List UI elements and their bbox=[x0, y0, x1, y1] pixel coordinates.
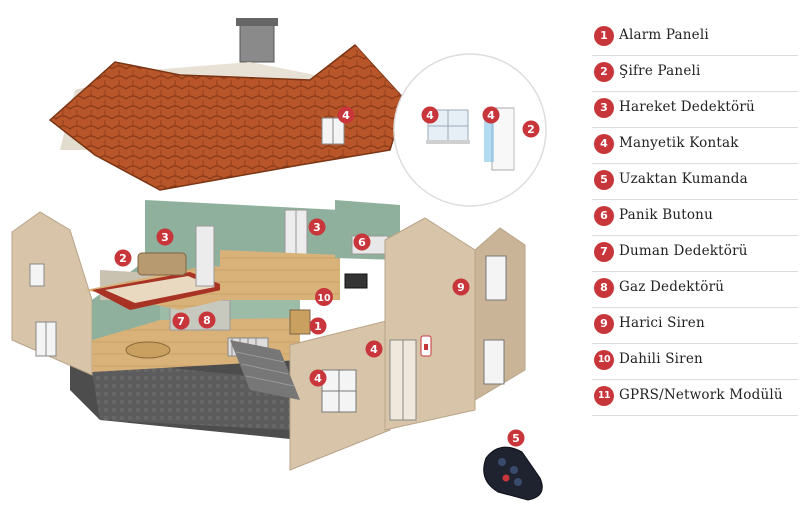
marker-inset-window[interactable]: 4 bbox=[421, 106, 439, 124]
marker-label: 4 bbox=[314, 372, 322, 385]
legend-number-badge: 7 bbox=[594, 242, 614, 262]
marker-label: 1 bbox=[314, 320, 322, 333]
marker-roof-window[interactable]: 4 bbox=[337, 106, 355, 124]
legend-number-badge: 6 bbox=[594, 206, 614, 226]
floating-roof bbox=[48, 18, 406, 191]
marker-external-siren[interactable]: 9 bbox=[452, 278, 470, 296]
remote-control-device bbox=[483, 446, 543, 501]
legend-label: Hareket Dedektörü bbox=[619, 99, 755, 115]
magnetic-contact-inset bbox=[393, 53, 547, 207]
marker-remote-control[interactable]: 5 bbox=[507, 429, 525, 447]
legend-label: GPRS/Network Modülü bbox=[619, 387, 783, 403]
legend-number-badge: 8 bbox=[594, 278, 614, 298]
marker-label: 4 bbox=[426, 109, 434, 122]
legend-item-keypad: 2 Şifre Paneli bbox=[592, 56, 798, 92]
legend-number-badge: 1 bbox=[594, 26, 614, 46]
marker-label: 3 bbox=[313, 221, 321, 234]
marker-keypad-room[interactable]: 2 bbox=[114, 249, 132, 267]
marker-label: 4 bbox=[342, 109, 350, 122]
front-stairs bbox=[230, 340, 300, 400]
marker-front-door[interactable]: 4 bbox=[365, 340, 383, 358]
marker-label: 10 bbox=[317, 293, 331, 304]
marker-label: 4 bbox=[370, 343, 378, 356]
marker-alarm-panel[interactable]: 1 bbox=[309, 317, 327, 335]
legend-item-panic-button: 6 Panik Butonu bbox=[592, 200, 798, 236]
legend-number-badge: 5 bbox=[594, 170, 614, 190]
house-cutaway-illustration: 4 4 4 2 3 3 2 6 9 10 1 7 bbox=[11, 18, 547, 501]
marker-panic-button[interactable]: 6 bbox=[353, 233, 371, 251]
legend-number-badge: 3 bbox=[594, 98, 614, 118]
legend-item-gprs-module: 11 GPRS/Network Modülü bbox=[592, 380, 798, 416]
legend-label: Alarm Paneli bbox=[619, 27, 709, 43]
marker-label: 4 bbox=[487, 109, 495, 122]
legend-label: Harici Siren bbox=[619, 315, 705, 331]
marker-front-window[interactable]: 4 bbox=[309, 369, 327, 387]
legend-number-badge: 9 bbox=[594, 314, 614, 334]
marker-motion-left[interactable]: 3 bbox=[156, 228, 174, 246]
legend-number-badge: 2 bbox=[594, 62, 614, 82]
marker-gas-detector[interactable]: 8 bbox=[198, 311, 216, 329]
legend-item-motion-detector: 3 Hareket Dedektörü bbox=[592, 92, 798, 128]
marker-label: 5 bbox=[512, 432, 520, 445]
marker-smoke-detector[interactable]: 7 bbox=[172, 312, 190, 330]
legend-label: Manyetik Kontak bbox=[619, 135, 739, 151]
front-facade bbox=[289, 217, 526, 471]
legend-label: Duman Dedektörü bbox=[619, 243, 748, 259]
legend-number-badge: 4 bbox=[594, 134, 614, 154]
legend-item-external-siren: 9 Harici Siren bbox=[592, 308, 798, 344]
legend-item-alarm-panel: 1 Alarm Paneli bbox=[592, 20, 798, 56]
marker-label: 8 bbox=[203, 314, 211, 327]
legend-label: Gaz Dedektörü bbox=[619, 279, 725, 295]
legend-item-magnetic-contact: 4 Manyetik Kontak bbox=[592, 128, 798, 164]
marker-motion-right[interactable]: 3 bbox=[308, 218, 326, 236]
legend-number-badge: 10 bbox=[594, 350, 614, 370]
legend-item-internal-siren: 10 Dahili Siren bbox=[592, 344, 798, 380]
marker-internal-siren[interactable]: 10 bbox=[315, 288, 333, 306]
marker-inset-keypad[interactable]: 2 bbox=[522, 120, 540, 138]
marker-label: 2 bbox=[119, 252, 127, 265]
marker-inset-door[interactable]: 4 bbox=[482, 106, 500, 124]
legend-number-badge: 11 bbox=[594, 386, 614, 406]
legend-item-smoke-detector: 7 Duman Dedektörü bbox=[592, 236, 798, 272]
marker-label: 3 bbox=[161, 231, 169, 244]
component-legend: 1 Alarm Paneli 2 Şifre Paneli 3 Hareket … bbox=[592, 20, 798, 416]
left-side-wall bbox=[11, 211, 93, 376]
upper-floor bbox=[85, 200, 368, 335]
marker-label: 9 bbox=[457, 281, 465, 294]
legend-label: Şifre Paneli bbox=[619, 63, 701, 79]
legend-label: Uzaktan Kumanda bbox=[619, 171, 748, 187]
marker-label: 2 bbox=[527, 123, 535, 136]
legend-label: Panik Butonu bbox=[619, 207, 713, 223]
marker-label: 6 bbox=[358, 236, 366, 249]
legend-item-remote-control: 5 Uzaktan Kumanda bbox=[592, 164, 798, 200]
marker-label: 7 bbox=[177, 315, 185, 328]
legend-item-gas-detector: 8 Gaz Dedektörü bbox=[592, 272, 798, 308]
legend-label: Dahili Siren bbox=[619, 351, 703, 367]
